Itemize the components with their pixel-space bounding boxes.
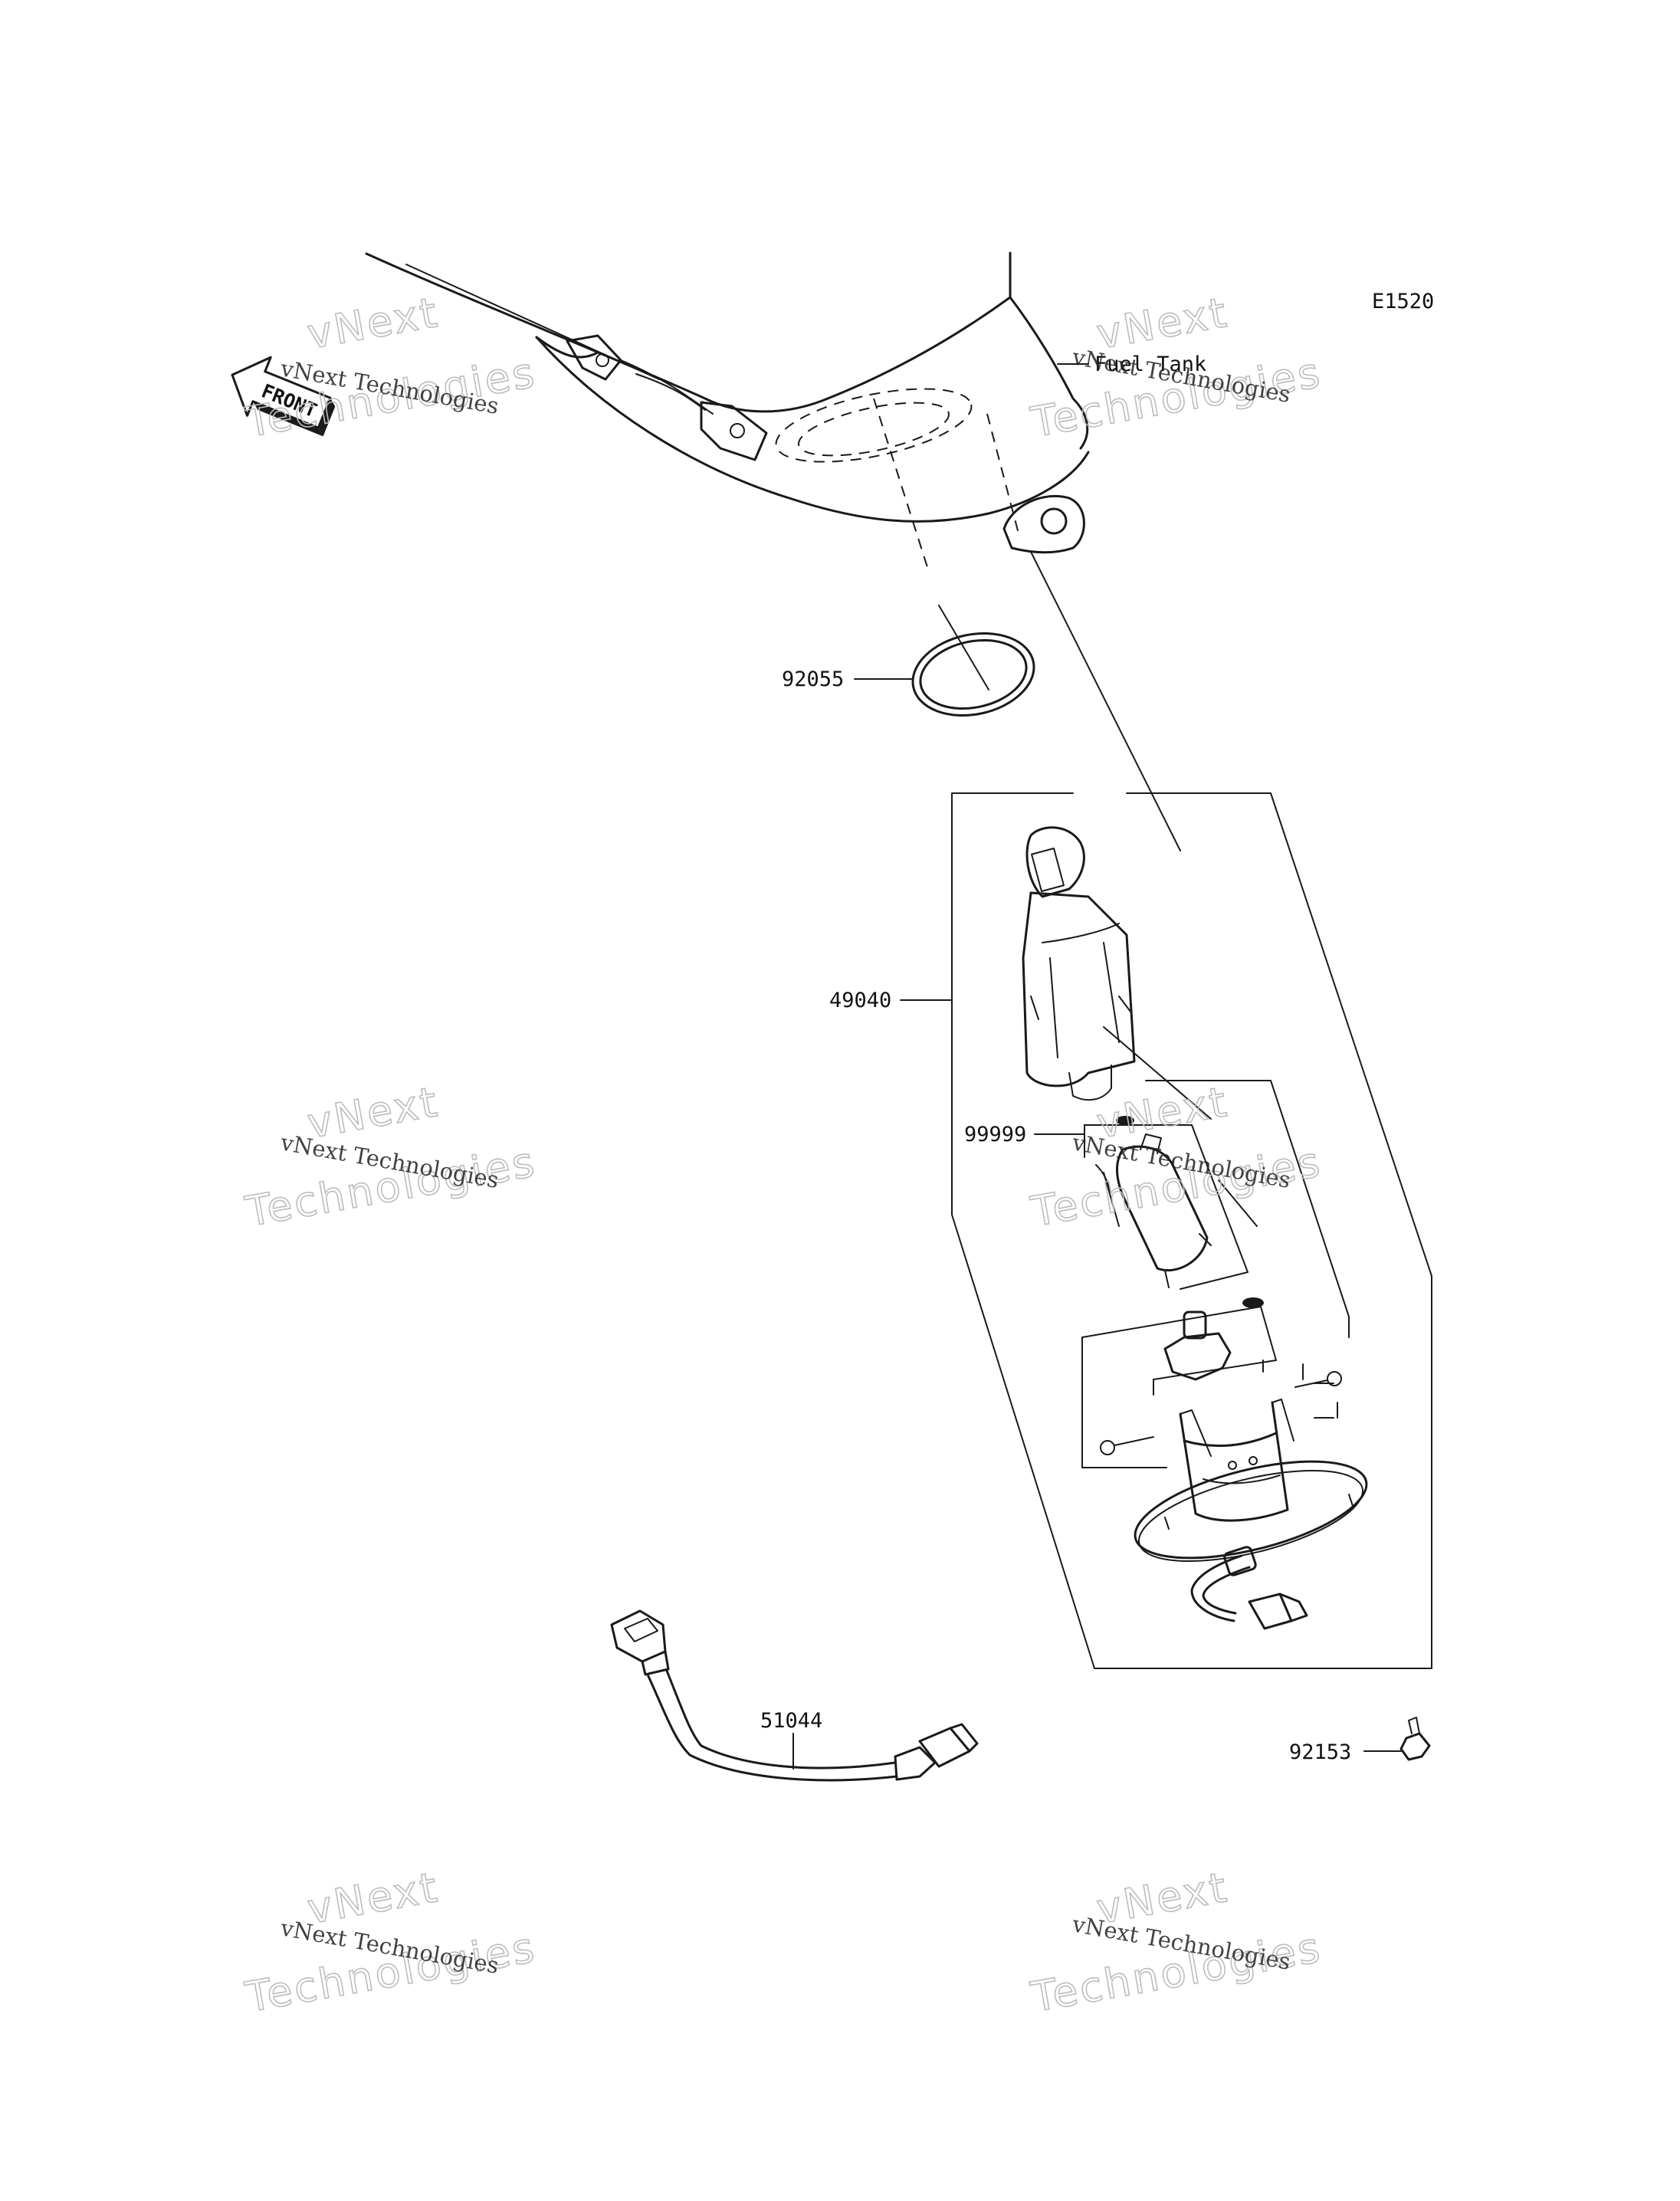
pump-motor-99999: 99999 xyxy=(964,1080,1350,1338)
watermark-5: vNext Technologies vNext Technologies xyxy=(241,1862,541,2022)
fuel-pump-module xyxy=(1022,826,1136,1101)
bolt-92153-icon: 92153 xyxy=(1289,1717,1431,1764)
filter-sub-assembly xyxy=(1081,1297,1342,1468)
part-number-49040: 49040 xyxy=(829,989,891,1012)
o-ring-92055: 92055 xyxy=(782,631,1035,717)
screw-left-icon xyxy=(1100,1436,1154,1455)
watermark-2: vNext Technologies vNext Technologies xyxy=(1027,287,1327,448)
alignment-lines xyxy=(873,398,1258,1227)
base-harness xyxy=(1190,1546,1308,1630)
watermark-3: vNext Technologies vNext Technologies xyxy=(241,1077,541,1237)
part-number-92153: 92153 xyxy=(1289,1740,1351,1764)
fuel-tank-drawing: Fuel Tank xyxy=(365,251,1206,554)
diagram-code: E1520 xyxy=(1372,290,1434,313)
watermark-2-line1: vNext xyxy=(1093,288,1232,359)
watermark-6: vNext Technologies vNext Technologies xyxy=(1027,1862,1327,2022)
pump-base-flange xyxy=(1134,1399,1368,1563)
watermark-1: vNext Technologies vNext Technologies xyxy=(241,287,541,448)
part-number-99999: 99999 xyxy=(964,1123,1026,1146)
screw-right-icon xyxy=(1294,1371,1342,1388)
wire-harness-51044: 51044 xyxy=(610,1609,979,1782)
fuel-tank-label: Fuel Tank xyxy=(1094,353,1206,376)
watermark-4: vNext Technologies vNext Technologies xyxy=(1027,1077,1327,1237)
part-number-92055: 92055 xyxy=(782,668,844,691)
watermark-1-line1: vNext xyxy=(304,288,442,359)
part-number-51044: 51044 xyxy=(760,1709,822,1733)
assembly-bracket-49040: 49040 xyxy=(829,792,1432,1669)
